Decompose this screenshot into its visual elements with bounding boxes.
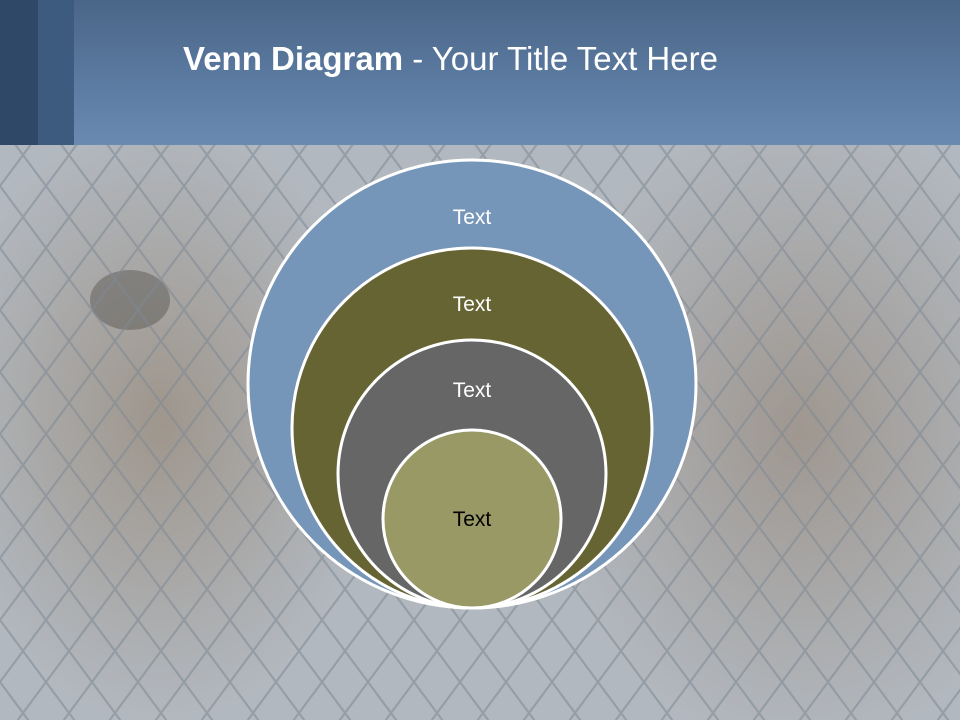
slide-title-bold: Venn Diagram xyxy=(183,40,404,77)
header-bar xyxy=(0,0,960,145)
slide-title: Venn Diagram - Your Title Text Here xyxy=(183,40,718,78)
header-stripe-dark xyxy=(0,0,38,145)
circle-label-outer: Text xyxy=(453,206,492,229)
slide-title-rest: - Your Title Text Here xyxy=(403,40,718,77)
circle-label-third: Text xyxy=(453,379,492,402)
circle-label-inner: Text xyxy=(453,508,492,531)
header-stripe-mid xyxy=(38,0,74,145)
circle-label-second: Text xyxy=(453,293,492,316)
circle-inner xyxy=(381,428,563,610)
